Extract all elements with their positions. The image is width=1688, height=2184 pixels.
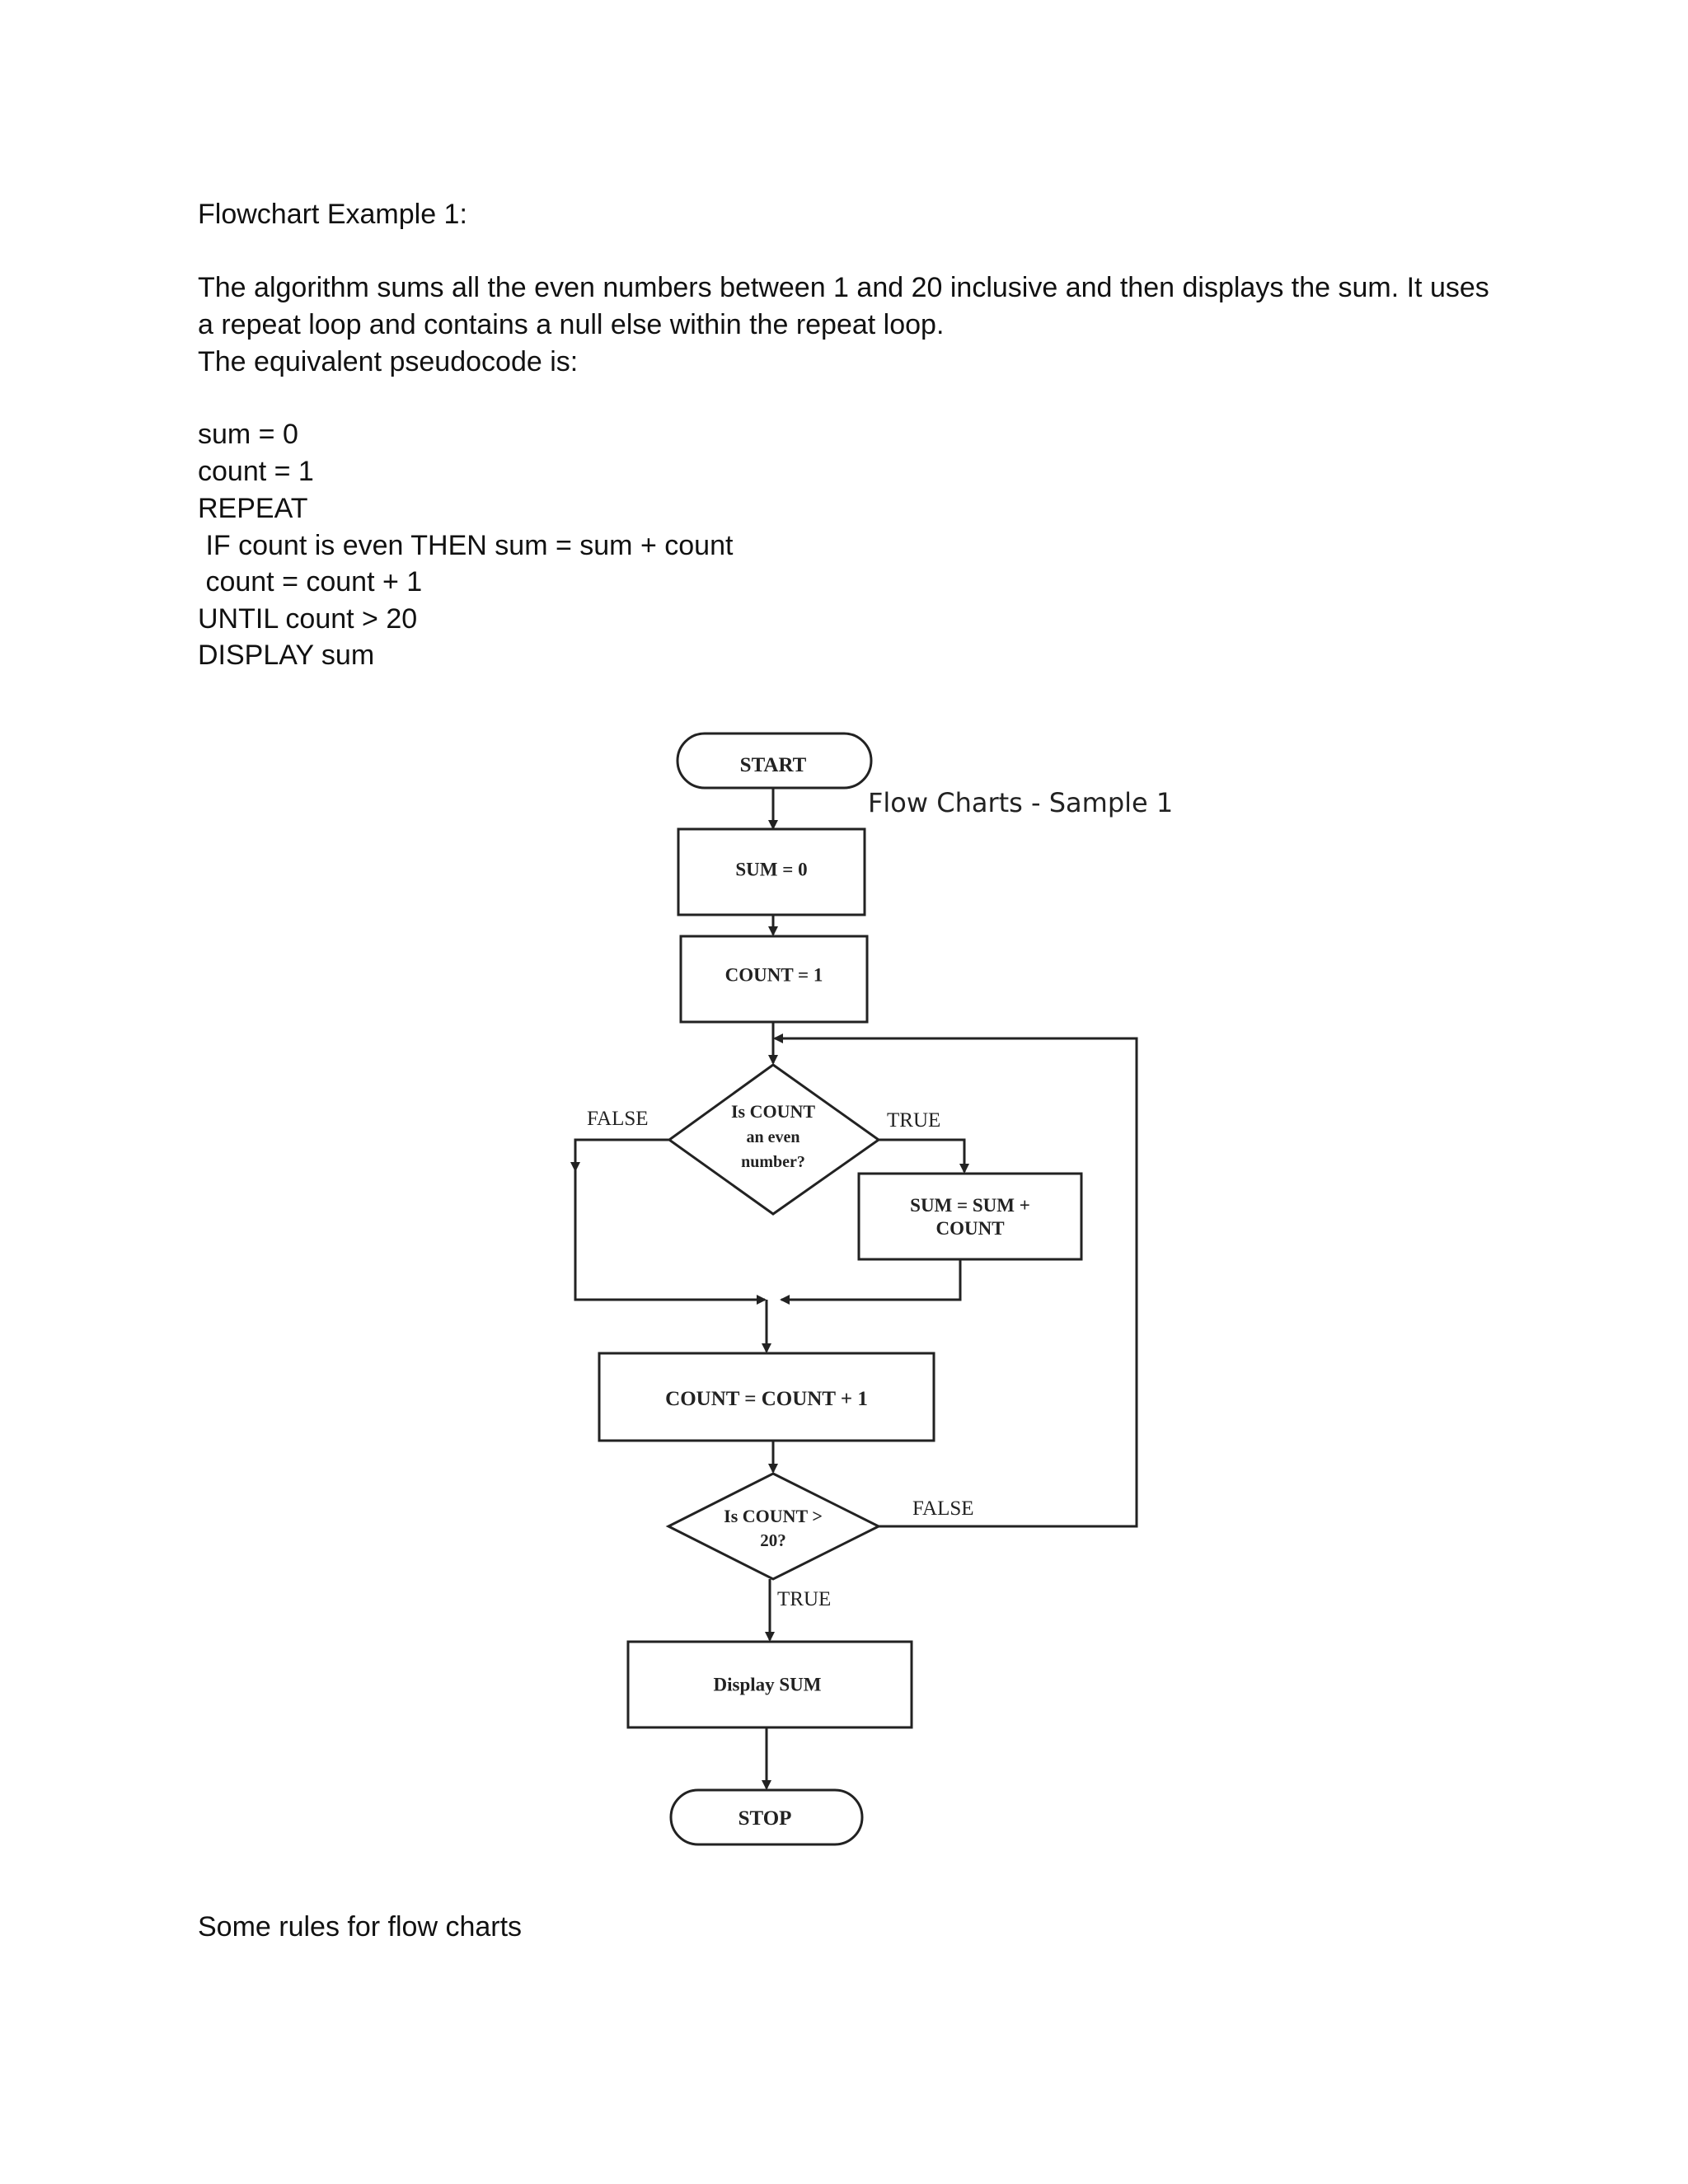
edge-even-false bbox=[570, 1138, 669, 1172]
pseudocode-line-6: UNTIL count > 20 bbox=[198, 603, 418, 635]
limit-decision-line-2: 20? bbox=[760, 1530, 786, 1550]
sum-update-process: SUM = SUM + COUNT bbox=[857, 1172, 1083, 1261]
start-terminal: START bbox=[676, 732, 873, 790]
pseudocode-line-5: count = count + 1 bbox=[198, 566, 423, 598]
even-false-label: FALSE bbox=[587, 1108, 649, 1130]
start-label: START bbox=[740, 754, 807, 776]
stop-label: STOP bbox=[738, 1807, 792, 1830]
limit-decision-line-1: Is COUNT > bbox=[724, 1506, 823, 1526]
pseudocode-line-7: DISPLAY sum bbox=[198, 640, 375, 671]
limit-decision: Is COUNT > 20? bbox=[665, 1472, 882, 1581]
edge-false-to-merge bbox=[574, 1170, 767, 1305]
sum-init-label: SUM = 0 bbox=[735, 859, 807, 879]
count-init-label: COUNT = 1 bbox=[725, 964, 823, 985]
sum-update-line-1: SUM = SUM + bbox=[910, 1195, 1030, 1216]
even-decision-line-3: number? bbox=[741, 1153, 805, 1171]
even-decision: Is COUNT an even number? bbox=[667, 1063, 881, 1216]
limit-false-label: FALSE bbox=[912, 1497, 974, 1520]
edge-even-true bbox=[879, 1138, 969, 1174]
page-heading: Flowchart Example 1: bbox=[198, 199, 467, 230]
description-line-3: The equivalent pseudocode is: bbox=[198, 346, 579, 377]
limit-true-label: TRUE bbox=[777, 1588, 831, 1610]
count-init-process: COUNT = 1 bbox=[679, 935, 869, 1024]
footer-text: Some rules for flow charts bbox=[198, 1911, 523, 1943]
pseudocode-line-4: IF count is even THEN sum = sum + count bbox=[198, 530, 734, 561]
even-decision-line-2: an even bbox=[747, 1128, 800, 1146]
sum-init-process: SUM = 0 bbox=[677, 827, 866, 916]
display-sum-label: Display SUM bbox=[714, 1674, 822, 1694]
pseudocode-line-2: count = 1 bbox=[198, 456, 314, 487]
stop-terminal: STOP bbox=[669, 1788, 864, 1846]
sum-update-line-2: COUNT bbox=[935, 1218, 1004, 1239]
even-decision-line-1: Is COUNT bbox=[731, 1101, 815, 1122]
count-increment-process: COUNT = COUNT + 1 bbox=[598, 1352, 935, 1442]
description-line-2: a repeat loop and contains a null else w… bbox=[198, 309, 945, 340]
display-sum-process: Display SUM bbox=[626, 1640, 913, 1729]
description-line-1: The algorithm sums all the even numbers … bbox=[198, 272, 1489, 303]
count-increment-label: COUNT = COUNT + 1 bbox=[665, 1388, 868, 1410]
even-true-label: TRUE bbox=[887, 1109, 940, 1132]
flowchart-caption: Flow Charts - Sample 1 bbox=[868, 787, 1173, 818]
edge-true-to-merge bbox=[780, 1259, 962, 1305]
pseudocode-line-1: sum = 0 bbox=[198, 419, 298, 450]
pseudocode-line-3: REPEAT bbox=[198, 493, 308, 524]
edge-limit-false-loop bbox=[773, 1033, 1138, 1528]
